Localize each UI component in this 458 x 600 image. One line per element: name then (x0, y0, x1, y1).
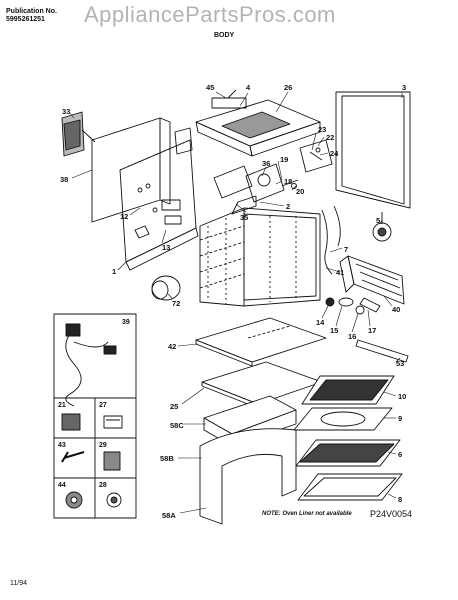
box-label-44: 44 (58, 482, 66, 489)
callout-6: 6 (398, 450, 402, 459)
callout-25: 25 (170, 402, 178, 411)
callout-20: 20 (296, 187, 304, 196)
callout-labels: 33 38 12 13 1 45 4 26 3 22 23 24 36 19 1… (60, 83, 406, 520)
callout-19: 19 (280, 155, 288, 164)
callout-38: 38 (60, 175, 68, 184)
callout-13: 13 (162, 243, 170, 252)
callout-41: 41 (336, 268, 344, 277)
callout-53: 53 (396, 359, 404, 368)
small-parts-group (325, 297, 381, 315)
watermark: AppliancePartsPros.com (84, 2, 336, 27)
parts-box-labels: 39 21 27 43 29 44 28 (58, 319, 130, 489)
callout-14: 14 (316, 318, 325, 327)
drip-pan-8 (297, 473, 403, 501)
trim-strip (355, 339, 409, 363)
callout-16: 16 (348, 332, 356, 341)
broil-grid-9 (293, 407, 393, 431)
side-panel-group (119, 127, 199, 271)
callout-3: 3 (402, 83, 406, 92)
callout-15: 15 (330, 326, 338, 335)
callout-5: 5 (376, 216, 380, 225)
callout-4: 4 (246, 83, 251, 92)
diagram-code: P24V0054 (370, 509, 413, 519)
broil-pan-10 (301, 375, 395, 405)
oven-bottom-42 (195, 317, 327, 367)
callout-33: 33 (62, 107, 70, 116)
callout-22: 22 (326, 133, 334, 142)
plug-part (151, 275, 181, 301)
callout-58b: 58B (160, 454, 174, 463)
callout-10: 10 (398, 392, 406, 401)
box-label-28: 28 (99, 482, 107, 489)
callout-35: 35 (240, 213, 248, 222)
leader-lines (69, 91, 403, 514)
parts-box (53, 313, 137, 519)
section-title: BODY (214, 32, 235, 39)
callout-72: 72 (172, 299, 180, 308)
hinge-bracket (299, 139, 333, 173)
bake-element-group (321, 205, 392, 275)
box-label-39: 39 (122, 319, 130, 326)
callout-17: 17 (368, 326, 376, 335)
cooktop-panel (335, 91, 411, 209)
box-label-43: 43 (58, 442, 66, 449)
box-label-27: 27 (99, 402, 107, 409)
callout-42: 42 (168, 342, 176, 351)
latch-assembly (213, 163, 299, 215)
callout-26: 26 (284, 83, 292, 92)
rear-panel-group (61, 111, 171, 223)
burner-box-group (195, 89, 321, 157)
revision-date: 11/94 (10, 580, 27, 587)
callout-58a: 58A (162, 511, 176, 520)
callout-23: 23 (318, 125, 326, 134)
box-label-29: 29 (99, 442, 107, 449)
publication-label: Publication No. (6, 8, 57, 15)
oven-cavity (199, 207, 321, 307)
oven-rack-6 (295, 439, 401, 467)
callout-8: 8 (398, 495, 402, 504)
callout-40: 40 (392, 305, 400, 314)
callout-1: 1 (112, 267, 116, 276)
broil-tray (339, 255, 405, 305)
callout-45: 45 (206, 83, 214, 92)
callout-12: 12 (120, 212, 128, 221)
callout-9: 9 (398, 414, 402, 423)
footer-note: NOTE: Oven Liner not available (262, 511, 352, 517)
callout-2: 2 (286, 202, 290, 211)
publication-number: 5995261251 (6, 16, 45, 23)
callout-58c: 58C (170, 421, 184, 430)
storage-drawer (199, 395, 297, 525)
box-label-21: 21 (58, 402, 66, 409)
callout-36: 36 (262, 159, 270, 168)
callout-24: 24 (330, 149, 339, 158)
callout-18: 18 (284, 177, 292, 186)
callout-7: 7 (344, 245, 348, 254)
